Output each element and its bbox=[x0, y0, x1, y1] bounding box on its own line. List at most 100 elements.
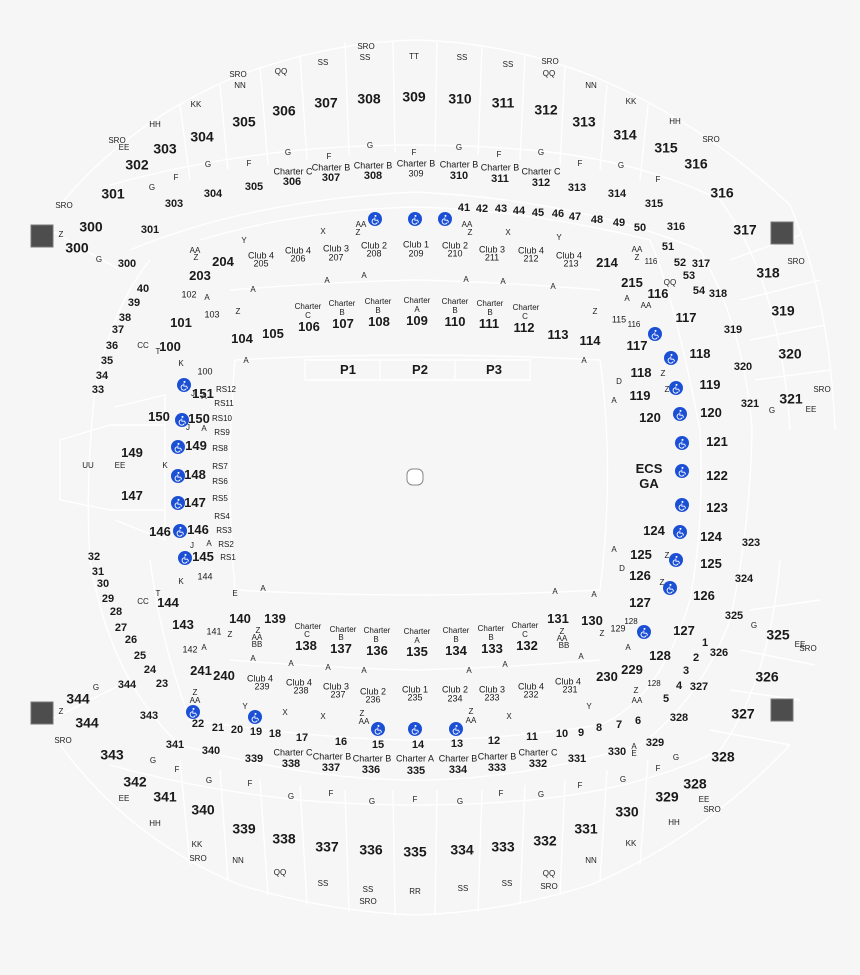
section-label[interactable]: 20 bbox=[230, 724, 244, 737]
section-label[interactable]: 100 bbox=[197, 366, 213, 377]
section-label[interactable]: Charter A bbox=[395, 753, 435, 764]
section-label[interactable]: 338 bbox=[272, 830, 296, 847]
section-label[interactable]: 307 bbox=[321, 172, 341, 185]
section-label[interactable]: 230 bbox=[596, 669, 618, 685]
section-label[interactable]: 311 bbox=[491, 173, 509, 186]
section-label[interactable]: Club 4 bbox=[246, 673, 274, 684]
section-label[interactable]: 215 bbox=[621, 275, 643, 291]
section-label[interactable]: 343 bbox=[100, 746, 124, 763]
section-label[interactable]: Charter B bbox=[353, 160, 393, 171]
section-label[interactable]: 135 bbox=[406, 644, 428, 660]
section-label[interactable]: Charter bbox=[294, 301, 322, 311]
section-label[interactable]: 333 bbox=[491, 838, 515, 855]
section-label[interactable]: 111 bbox=[478, 316, 500, 332]
section-label[interactable]: 232 bbox=[523, 689, 539, 700]
section-label[interactable]: 237 bbox=[330, 689, 346, 700]
section-label[interactable]: 318 bbox=[708, 288, 728, 301]
section-label[interactable]: 326 bbox=[709, 647, 729, 660]
section-label[interactable]: 309 bbox=[402, 88, 426, 105]
section-label[interactable]: RS4 bbox=[214, 511, 230, 521]
section-label[interactable]: 208 bbox=[366, 248, 382, 259]
section-label[interactable]: 126 bbox=[693, 588, 715, 604]
section-label[interactable]: 37 bbox=[111, 324, 125, 337]
section-label[interactable]: 2 bbox=[692, 652, 700, 665]
section-label[interactable]: 204 bbox=[212, 254, 234, 270]
section-label[interactable]: Charter C bbox=[273, 166, 313, 177]
section-label[interactable]: 312 bbox=[531, 177, 551, 190]
section-label[interactable]: 335 bbox=[403, 843, 427, 860]
section-label[interactable]: 306 bbox=[272, 102, 296, 119]
section-label[interactable]: Charter B bbox=[311, 162, 351, 173]
section-label[interactable]: 300 bbox=[117, 258, 137, 271]
section-label[interactable]: 332 bbox=[533, 832, 557, 849]
section-label[interactable]: 107 bbox=[332, 316, 354, 332]
section-label[interactable]: 12 bbox=[487, 735, 501, 748]
section-label[interactable]: 120 bbox=[700, 405, 722, 421]
section-label[interactable]: 344 bbox=[66, 690, 90, 707]
section-label[interactable]: Club 2 bbox=[359, 686, 387, 697]
section-label[interactable]: 315 bbox=[644, 198, 664, 211]
section-label[interactable]: Charter B bbox=[477, 751, 517, 762]
section-label[interactable]: 117 bbox=[675, 310, 697, 326]
section-label[interactable]: 316 bbox=[710, 184, 734, 201]
section-label[interactable]: 140 bbox=[229, 611, 251, 627]
section-label[interactable]: 116 bbox=[647, 286, 669, 302]
section-label[interactable]: 338 bbox=[281, 758, 301, 771]
section-label[interactable]: 116 bbox=[644, 256, 658, 266]
section-label[interactable]: 8 bbox=[595, 722, 603, 735]
section-label[interactable]: RS11 bbox=[214, 398, 234, 408]
section-label[interactable]: 106 bbox=[298, 319, 320, 335]
section-label[interactable]: 5 bbox=[662, 693, 670, 706]
section-label[interactable]: 104 bbox=[231, 331, 253, 347]
section-label[interactable]: 240 bbox=[213, 668, 235, 684]
section-label[interactable]: 102 bbox=[181, 289, 197, 300]
section-label[interactable]: Charter B bbox=[352, 753, 392, 764]
section-label[interactable]: Charter C bbox=[273, 747, 313, 758]
section-label[interactable]: 124 bbox=[700, 529, 722, 545]
section-label[interactable]: 300 bbox=[79, 218, 103, 235]
section-label[interactable]: Club 1 bbox=[402, 239, 430, 250]
section-label[interactable]: 49 bbox=[612, 217, 626, 230]
section-label[interactable]: 327 bbox=[689, 681, 709, 694]
section-label[interactable]: 44 bbox=[512, 205, 526, 218]
section-label[interactable]: 125 bbox=[630, 547, 652, 563]
section-label[interactable]: RS7 bbox=[212, 461, 228, 471]
section-label[interactable]: 19 bbox=[249, 726, 263, 739]
section-label[interactable]: 320 bbox=[733, 361, 753, 374]
section-label[interactable]: 127 bbox=[673, 623, 695, 639]
section-label[interactable]: 205 bbox=[253, 258, 269, 269]
section-label[interactable]: 313 bbox=[572, 113, 596, 130]
section-label[interactable]: 144 bbox=[157, 595, 179, 611]
section-label[interactable]: 127 bbox=[629, 595, 651, 611]
section-label[interactable]: 234 bbox=[447, 693, 463, 704]
section-label[interactable]: 302 bbox=[125, 156, 149, 173]
section-label[interactable]: 138 bbox=[295, 638, 317, 654]
section-label[interactable]: RS2 bbox=[218, 539, 234, 549]
section-label[interactable]: 335 bbox=[406, 765, 426, 778]
section-label[interactable]: 233 bbox=[484, 692, 500, 703]
section-label[interactable]: 214 bbox=[596, 255, 618, 271]
section-label[interactable]: 329 bbox=[645, 737, 665, 750]
section-label[interactable]: 118 bbox=[630, 365, 652, 381]
section-label[interactable]: 318 bbox=[756, 264, 780, 281]
section-label[interactable]: 334 bbox=[448, 764, 468, 777]
section-label[interactable]: 151 bbox=[192, 386, 214, 402]
section-label[interactable]: 21 bbox=[211, 722, 225, 735]
section-label[interactable]: 116 bbox=[627, 319, 641, 329]
section-label[interactable]: 314 bbox=[607, 188, 627, 201]
section-label[interactable]: 316 bbox=[684, 155, 708, 172]
section-label[interactable]: 4 bbox=[675, 680, 683, 693]
section-label[interactable]: 319 bbox=[723, 324, 743, 337]
section-label[interactable]: 100 bbox=[159, 339, 181, 355]
section-label[interactable]: 317 bbox=[733, 221, 757, 238]
section-label[interactable]: 11 bbox=[526, 731, 538, 744]
section-label[interactable]: P2 bbox=[412, 362, 428, 378]
section-label[interactable]: 307 bbox=[314, 94, 338, 111]
section-label[interactable]: 137 bbox=[330, 641, 352, 657]
section-label[interactable]: 129 bbox=[610, 623, 626, 634]
section-label[interactable]: 47 bbox=[568, 211, 582, 224]
section-label[interactable]: Charter bbox=[294, 621, 322, 631]
section-label[interactable]: Club 4 bbox=[284, 245, 312, 256]
section-label[interactable]: 326 bbox=[755, 668, 779, 685]
section-label[interactable]: Charter bbox=[476, 298, 504, 308]
